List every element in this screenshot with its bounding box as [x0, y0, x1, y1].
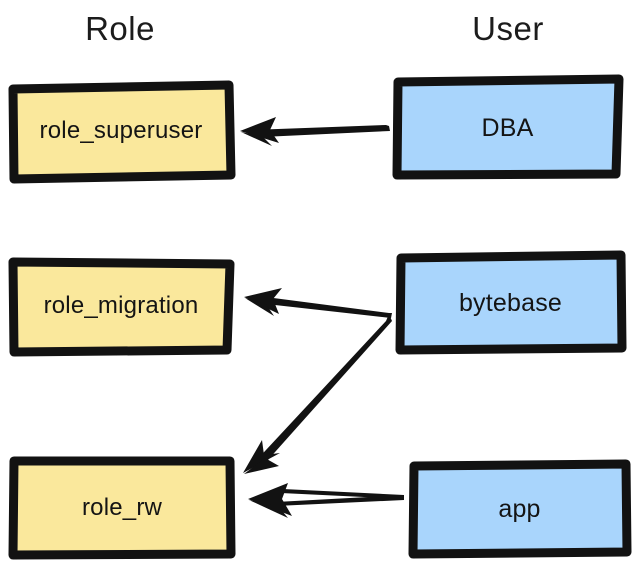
- node-shape: [8, 80, 236, 184]
- edge-bytebase-to-role-rw: [243, 314, 392, 474]
- node-bytebase[interactable]: bytebase: [395, 250, 627, 356]
- edge-app-to-role-rw: [248, 483, 404, 518]
- node-shape: [8, 456, 236, 560]
- node-role-rw[interactable]: role_rw: [8, 455, 236, 560]
- node-app[interactable]: app: [408, 459, 632, 559]
- column-title-user: User: [472, 10, 544, 47]
- edge-bytebase-to-role-migration: [244, 288, 392, 318]
- node-label: DBA: [481, 113, 534, 142]
- node-dba[interactable]: DBA: [392, 74, 624, 181]
- node-label: role_migration: [43, 292, 199, 319]
- node-label: app: [498, 495, 541, 523]
- node-shape: [395, 250, 627, 355]
- node-label: bytebase: [458, 288, 563, 317]
- node-label: role_rw: [81, 493, 163, 521]
- node-role-migration[interactable]: role_migration: [8, 256, 235, 357]
- node-label: role_superuser: [39, 117, 203, 144]
- edge-dba-to-role-superuser: [240, 117, 390, 146]
- node-role-superuser[interactable]: role_superuser: [8, 80, 236, 184]
- column-title-role: Role: [85, 10, 155, 47]
- node-shape: [408, 459, 632, 559]
- node-shape: [8, 257, 235, 357]
- node-shape: [392, 74, 624, 180]
